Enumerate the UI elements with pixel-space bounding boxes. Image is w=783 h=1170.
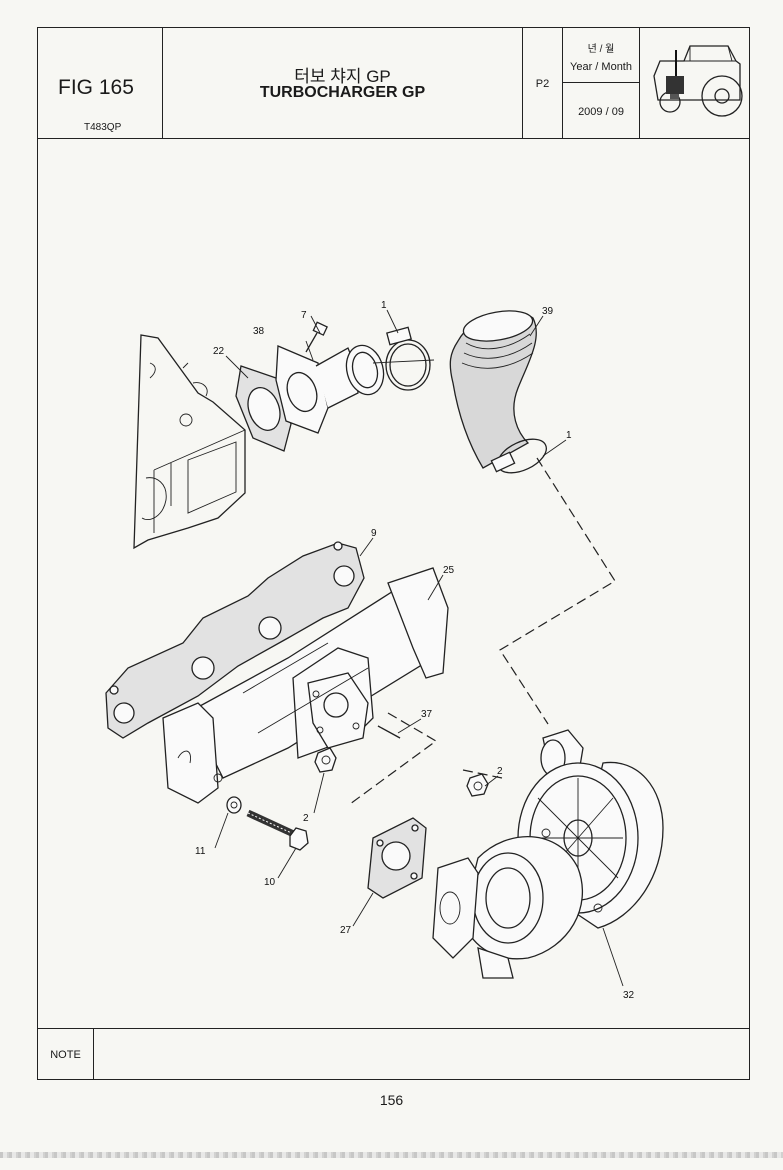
figure-number: FIG 165 bbox=[58, 76, 134, 99]
assembly-path-hose-to-turbo bbox=[499, 457, 616, 725]
part-10-bolt bbox=[246, 809, 309, 851]
part-37-stud bbox=[377, 725, 401, 739]
part-7-bolt bbox=[305, 321, 328, 353]
callout-32: 32 bbox=[623, 990, 635, 1001]
tractor-icon bbox=[653, 45, 743, 117]
exploded-parts-diagram: 1 39 7 38 22 1 9 25 37 2 2 11 10 27 32 bbox=[38, 138, 749, 1028]
page-code-cell: P2 bbox=[523, 28, 563, 138]
callout-10: 10 bbox=[264, 877, 276, 888]
page-number: 156 bbox=[379, 1092, 404, 1108]
engine-block bbox=[133, 334, 246, 550]
model-code: T483QP bbox=[84, 122, 122, 133]
callout-37: 37 bbox=[421, 709, 433, 720]
scan-artifact-strip bbox=[0, 1152, 783, 1158]
page-code: P2 bbox=[535, 78, 550, 90]
assembly-path-stud-to-turbo bbox=[349, 712, 438, 805]
year-month-header: 년 / 월 Year / Month bbox=[563, 28, 639, 83]
parts-sheet: FIG 165 T483QP 터보 챠지 GP TURBOCHARGER GP … bbox=[37, 27, 750, 1080]
callout-7: 7 bbox=[301, 310, 307, 321]
part-2-nut-right bbox=[466, 773, 489, 797]
year-month-cell: 년 / 월 Year / Month 2009 / 09 bbox=[563, 28, 640, 138]
callout-39: 39 bbox=[542, 306, 554, 317]
part-1-hose-clamp-lower bbox=[490, 438, 547, 474]
part-38-elbow-pipe bbox=[275, 344, 385, 434]
callout-2-right: 2 bbox=[497, 766, 503, 777]
callout-11: 11 bbox=[195, 846, 206, 857]
callout-38: 38 bbox=[253, 326, 265, 337]
title-english: TURBOCHARGER GP bbox=[259, 84, 426, 101]
part-32-turbocharger bbox=[432, 729, 664, 979]
title-cell: 터보 챠지 GP TURBOCHARGER GP bbox=[163, 28, 523, 138]
part-9-manifold-gasket bbox=[105, 541, 365, 739]
year-month-value: 2009 / 09 bbox=[578, 106, 624, 118]
part-2-nut-left bbox=[314, 747, 337, 773]
callout-27: 27 bbox=[340, 925, 352, 936]
figure-cell: FIG 165 T483QP bbox=[38, 28, 163, 138]
part-25-exhaust-manifold bbox=[162, 567, 449, 804]
note-label: NOTE bbox=[38, 1029, 94, 1080]
part-27-turbo-gasket bbox=[367, 817, 427, 899]
callout-9: 9 bbox=[371, 528, 377, 539]
year-month-label-korean: 년 / 월 bbox=[587, 44, 615, 55]
part-39-intake-hose bbox=[449, 310, 537, 469]
callout-2-left: 2 bbox=[303, 813, 309, 824]
header-block: FIG 165 T483QP 터보 챠지 GP TURBOCHARGER GP … bbox=[38, 28, 749, 139]
callout-25: 25 bbox=[443, 565, 455, 576]
part-1-hose-clamp-upper bbox=[372, 326, 435, 391]
callout-1-upper: 1 bbox=[381, 300, 387, 311]
note-row: NOTE bbox=[38, 1028, 749, 1081]
callout-leaders bbox=[214, 309, 624, 987]
tractor-icon-cell bbox=[640, 28, 750, 138]
part-11-washer bbox=[226, 796, 242, 814]
year-month-label-english: Year / Month bbox=[570, 61, 632, 73]
callout-1-lower: 1 bbox=[566, 430, 572, 441]
title-korean: 터보 챠지 GP bbox=[294, 67, 391, 86]
callout-22: 22 bbox=[213, 346, 225, 357]
